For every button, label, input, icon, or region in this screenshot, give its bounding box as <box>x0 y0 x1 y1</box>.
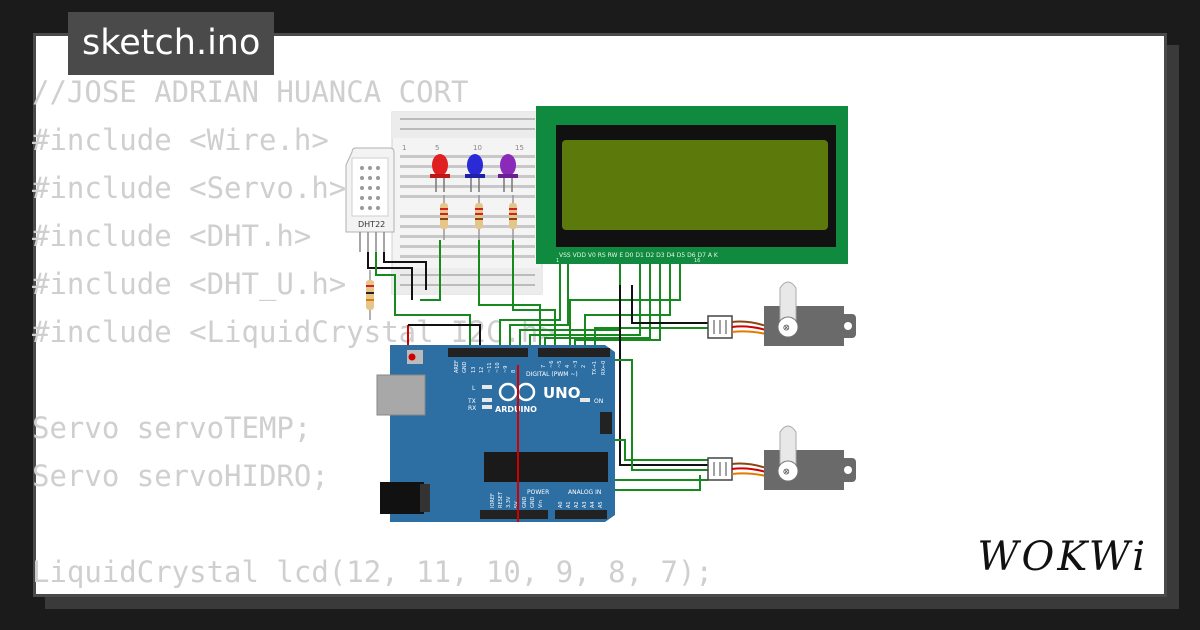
power-pin-label: RESET <box>498 491 504 508</box>
digital-pin-label: ~9 <box>503 366 509 373</box>
led-blue[interactable] <box>465 154 485 192</box>
servo-temp[interactable]: ⊗ <box>707 281 856 346</box>
breadboard-col-label: 1 <box>402 144 406 152</box>
servo-hidro[interactable]: ⊗ <box>707 425 856 490</box>
digital-pin-label: 2 <box>581 365 587 368</box>
power-pin-label: Vin <box>538 500 544 508</box>
digital-pin-label: 7 <box>541 365 547 368</box>
digital-pin-label: ~11 <box>487 362 493 373</box>
lcd-pin-first: 1 <box>556 258 559 264</box>
dht-label: DHT22 <box>358 220 385 229</box>
power-pin-label: 3.3V <box>506 496 512 508</box>
servo-screw-icon: ⊗ <box>783 465 790 478</box>
on-label: ON <box>594 398 603 405</box>
rx-pin-label: RX←0 <box>601 361 607 375</box>
power-label: POWER <box>527 489 549 496</box>
breadboard-col-label: 5 <box>435 144 439 152</box>
resistor-1[interactable] <box>440 195 448 240</box>
servo-screw-icon: ⊗ <box>783 321 790 334</box>
code-line: #include <LiquidCrystal_I2C.h> <box>32 315 556 349</box>
digital-pin-label: 13 <box>471 367 477 373</box>
breadboard-col-label: 15 <box>515 144 524 152</box>
analog-pin-label: A3 <box>582 501 588 508</box>
arduino-model: UNO <box>543 384 581 402</box>
digital-pin-label: 12 <box>479 367 485 373</box>
power-pin-label: IOREF <box>490 493 496 508</box>
analog-pin-label: A2 <box>574 501 580 508</box>
digital-pin-label: 4 <box>565 365 571 368</box>
breadboard: 1 5 10 15 <box>391 111 543 295</box>
analog-label: ANALOG IN <box>568 489 601 496</box>
code-line: #include <Wire.h> <box>32 123 329 157</box>
tx-label: TX <box>467 398 476 405</box>
code-line: #include <Servo.h> <box>32 171 347 205</box>
arduino-uno[interactable]: UNO ARDUINO DIGITAL (PWM ~) POWER ANALOG… <box>376 345 615 522</box>
digital-pin-label: ~5 <box>557 361 563 368</box>
arduino-brand: ARDUINO <box>495 405 537 414</box>
l-label: L <box>472 385 476 392</box>
digital-pin-label: ~3 <box>573 361 579 368</box>
gnd-label: GND <box>462 361 468 373</box>
power-pin-label: GND <box>522 496 528 508</box>
analog-pin-label: A0 <box>558 501 564 508</box>
breadboard-col-label: 10 <box>473 144 482 152</box>
aref-label: AREF <box>454 360 460 373</box>
rx-label: RX <box>468 405 476 412</box>
digital-pin-label: ~10 <box>495 362 501 373</box>
code-line: #include <DHT.h> <box>32 219 312 253</box>
led-purple[interactable] <box>498 154 518 192</box>
file-tab[interactable]: sketch.ino <box>68 12 275 75</box>
analog-pin-label: A1 <box>566 501 572 508</box>
code-preview: //JOSE ADRIAN HUANCA CORT #include <Wire… <box>32 68 713 596</box>
lcd-pin-labels: VSS VDD V0 RS RW E D0 D1 D2 D3 D4 D5 D6 … <box>559 252 719 259</box>
dht22-sensor[interactable]: DHT22 <box>345 147 395 252</box>
power-pin-label: GND <box>530 496 536 508</box>
code-line: Servo servoHIDRO; <box>32 459 329 493</box>
tx-pin-label: TX→1 <box>592 361 598 376</box>
resistor-2[interactable] <box>475 195 483 240</box>
analog-pin-label: A4 <box>590 501 596 508</box>
code-line: Servo servoTEMP; <box>32 411 312 445</box>
lcd-pin-last: 16 <box>694 258 700 264</box>
wokwi-logo: WOKWi <box>977 534 1148 580</box>
led-red[interactable] <box>430 154 450 192</box>
code-line: LiquidCrystal lcd(12, 11, 10, 9, 8, 7); <box>32 555 713 589</box>
digital-pin-label: ~6 <box>549 361 555 368</box>
resistor-dht[interactable] <box>366 270 374 320</box>
analog-pin-label: A5 <box>598 501 604 508</box>
digital-pin-label: 8 <box>511 370 517 373</box>
code-line: //JOSE ADRIAN HUANCA CORT <box>32 75 469 109</box>
lcd-1602[interactable]: VSS VDD V0 RS RW E D0 D1 D2 D3 D4 D5 D6 … <box>536 106 848 264</box>
resistor-3[interactable] <box>509 195 517 240</box>
code-line: #include <DHT_U.h> <box>32 267 347 301</box>
digital-header-label: DIGITAL (PWM ~) <box>526 371 578 378</box>
